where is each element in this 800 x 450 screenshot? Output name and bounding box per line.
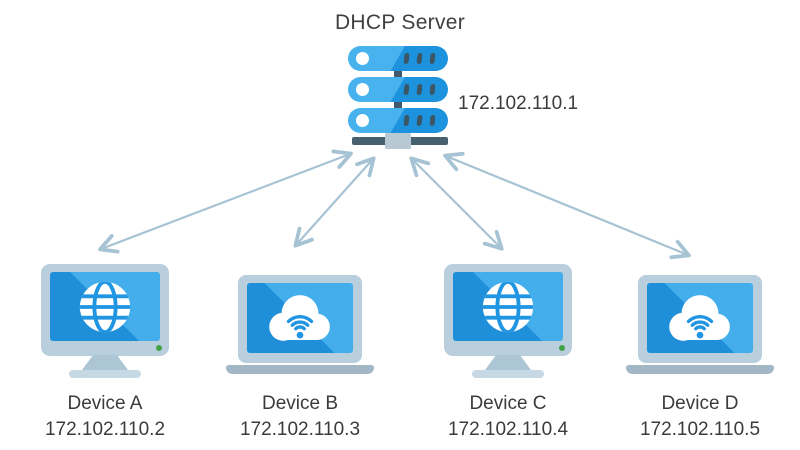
server-title: DHCP Server — [334, 11, 466, 34]
cloud-wifi-icon — [269, 295, 330, 341]
server-vent-icon — [403, 84, 410, 95]
laptop-screen — [647, 283, 753, 353]
power-led-icon — [156, 345, 162, 351]
server-unit — [348, 46, 448, 71]
device-label: Device A — [67, 393, 143, 414]
monitor-neck — [82, 355, 128, 370]
globe-icon — [79, 281, 131, 332]
server-unit — [348, 108, 448, 133]
server-rack-icon — [348, 46, 448, 156]
server-vent-icon — [416, 84, 423, 95]
server-ip: 172.102.110.1 — [458, 93, 579, 114]
server-vent-icon — [416, 115, 423, 126]
server-vent-icon — [429, 84, 436, 95]
device-node-b: Device B 172.102.110.3 — [213, 262, 387, 450]
laptop-base — [626, 365, 774, 374]
cloud-wifi-icon — [669, 295, 730, 341]
laptop-lid — [638, 275, 762, 363]
device-ip: 172.102.110.5 — [639, 419, 761, 440]
laptop-computer-icon — [613, 275, 787, 374]
server-vent-icon — [429, 115, 436, 126]
monitor-stand — [69, 370, 141, 378]
monitor-neck — [485, 355, 531, 370]
monitor-screen — [453, 272, 563, 341]
device-ip: 172.102.110.3 — [239, 419, 361, 440]
server-drive-light-icon — [356, 52, 369, 65]
laptop-computer-icon — [213, 275, 387, 374]
device-label: Device C — [469, 393, 547, 414]
arrow-server-device-b — [293, 156, 376, 248]
device-node-a: Device A 172.102.110.2 — [18, 262, 192, 450]
device-ip: 172.102.110.2 — [44, 419, 166, 440]
monitor-icon — [41, 264, 169, 356]
device-label: Device D — [661, 393, 739, 414]
desktop-computer-icon — [421, 264, 595, 378]
monitor-stand — [472, 370, 544, 378]
device-ip: 172.102.110.4 — [447, 419, 569, 440]
arrow-server-device-a — [98, 149, 353, 254]
monitor-icon — [444, 264, 572, 356]
device-node-d: Device D 172.102.110.5 — [613, 262, 787, 450]
monitor-screen — [50, 272, 160, 341]
arrow-server-device-d — [443, 151, 691, 260]
server-vent-icon — [429, 53, 436, 64]
server-drive-light-icon — [356, 83, 369, 96]
server-unit — [348, 77, 448, 102]
server-drive-light-icon — [356, 114, 369, 127]
server-vent-icon — [403, 115, 410, 126]
globe-icon — [482, 281, 534, 332]
laptop-lid — [238, 275, 362, 363]
power-led-icon — [559, 345, 565, 351]
server-vent-icon — [403, 53, 410, 64]
device-node-c: Device C 172.102.110.4 — [421, 262, 595, 450]
device-label: Device B — [261, 393, 339, 414]
laptop-base — [226, 365, 374, 374]
server-vent-icon — [416, 53, 423, 64]
desktop-computer-icon — [18, 264, 192, 378]
laptop-screen — [247, 283, 353, 353]
server-connector — [385, 133, 411, 149]
